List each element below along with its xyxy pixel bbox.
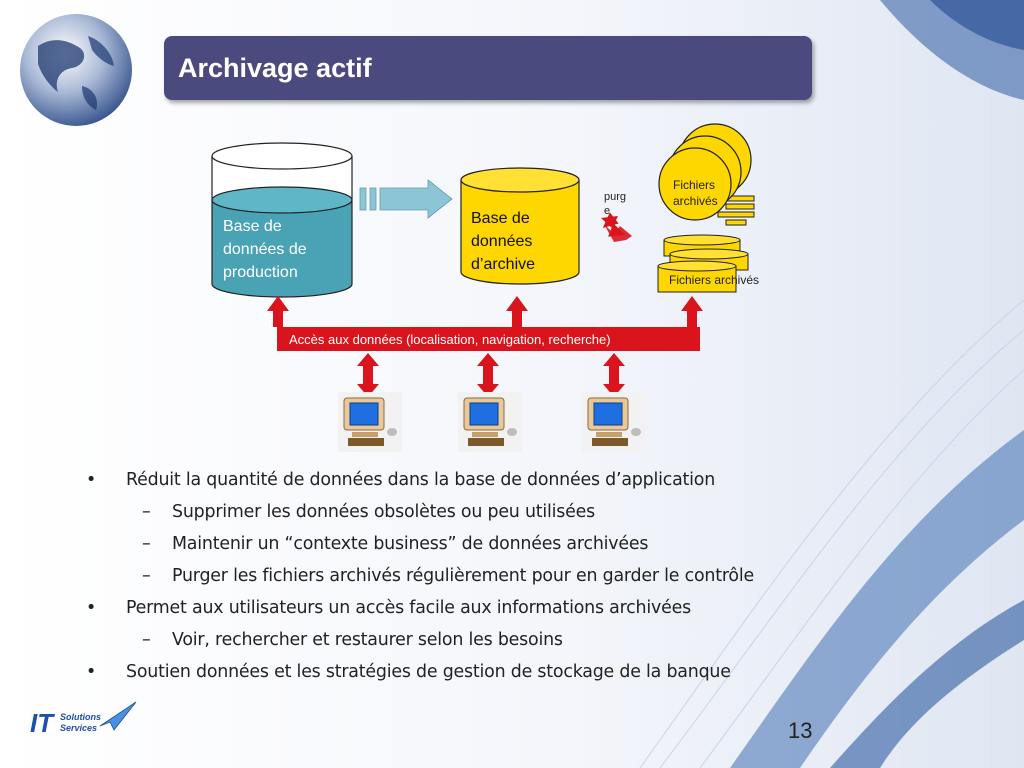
bullet-marker: – xyxy=(142,566,151,586)
bullet-text: Permet aux utilisateurs un accès facile … xyxy=(126,598,691,618)
svg-text:Base de données de: Base de données de production xyxy=(223,218,311,281)
logo-line-1: Solutions xyxy=(60,712,101,722)
bullet-item: • Réduit la quantité de données dans la … xyxy=(86,464,886,496)
bullet-text: Voir, rechercher et restaurer selon les … xyxy=(172,630,563,650)
bullet-marker: – xyxy=(142,534,151,554)
bullet-item: • Soutien données et les stratégies de g… xyxy=(86,656,886,688)
transfer-arrow-icon xyxy=(359,179,453,219)
archive-db-label-2: données xyxy=(471,233,532,250)
archive-database: Base de données d’archive xyxy=(460,167,580,285)
globe-icon xyxy=(20,14,132,126)
computer-icon xyxy=(458,392,522,452)
purge-recycle-icon xyxy=(601,212,632,242)
purge-label-1: purg xyxy=(604,191,626,203)
company-logo: IT Solutions Services xyxy=(30,701,137,738)
bullet-marker: – xyxy=(142,630,151,650)
archive-db-label-3: d’archive xyxy=(471,256,535,273)
bullet-marker: – xyxy=(142,502,151,522)
bullet-text: Soutien données et les stratégies de ges… xyxy=(126,662,731,682)
archive-db-label-1: Base de xyxy=(471,210,530,227)
production-db-label-1: Base de xyxy=(223,218,282,235)
paper-plane-icon xyxy=(99,701,137,731)
access-down-arrows xyxy=(357,353,625,397)
page-number: 13 xyxy=(788,718,813,743)
svg-text:Base de données d’: Base de données d’archive xyxy=(471,210,537,273)
archived-documents-stack: Fichiers archivés xyxy=(658,123,755,226)
bullet-item: – Purger les fichiers archivés régulière… xyxy=(86,560,886,592)
archived-disks-label: Fichiers archivés xyxy=(669,273,759,287)
bullet-item: • Permet aux utilisateurs un accès facil… xyxy=(86,592,886,624)
bullet-text: Maintenir un “contexte business” de donn… xyxy=(172,534,649,554)
logo-line-2: Services xyxy=(60,723,97,733)
production-db-label-2: données de xyxy=(223,241,307,258)
bullet-text: Purger les fichiers archivés régulièreme… xyxy=(172,566,754,586)
bullet-marker: • xyxy=(86,662,97,682)
archived-docs-label-2: archivés xyxy=(673,194,718,208)
purge-label-2: e xyxy=(604,205,610,217)
bullet-item: – Maintenir un “contexte business” de do… xyxy=(86,528,886,560)
bullet-text: Supprimer les données obsolètes ou peu u… xyxy=(172,502,596,522)
bullet-marker: • xyxy=(86,598,97,618)
slide-title: Archivage actif xyxy=(164,36,812,100)
access-bar-label: Accès aux données (localisation, navigat… xyxy=(289,332,611,347)
bullet-list: • Réduit la quantité de données dans la … xyxy=(86,464,886,688)
computer-icon xyxy=(338,392,402,452)
svg-text:purg e: purg e xyxy=(604,191,629,217)
bullet-item: – Voir, rechercher et restaurer selon le… xyxy=(86,624,886,656)
svg-text:Fichiers archivés: Fichiers archivés xyxy=(673,178,718,208)
access-up-arrows xyxy=(267,296,703,327)
archived-docs-label-1: Fichiers xyxy=(673,178,715,192)
bullet-text: Réduit la quantité de données dans la ba… xyxy=(126,470,716,490)
computer-icon xyxy=(582,392,646,452)
logo-mark: IT xyxy=(30,708,55,738)
production-database: Base de données de production xyxy=(211,142,353,298)
production-db-label-3: production xyxy=(223,264,298,281)
access-bar: Accès aux données (localisation, navigat… xyxy=(267,296,703,397)
bullet-item: – Supprimer les données obsolètes ou peu… xyxy=(86,496,886,528)
archived-disks-stack: Fichiers archivés xyxy=(657,234,759,293)
bullet-marker: • xyxy=(86,470,97,490)
